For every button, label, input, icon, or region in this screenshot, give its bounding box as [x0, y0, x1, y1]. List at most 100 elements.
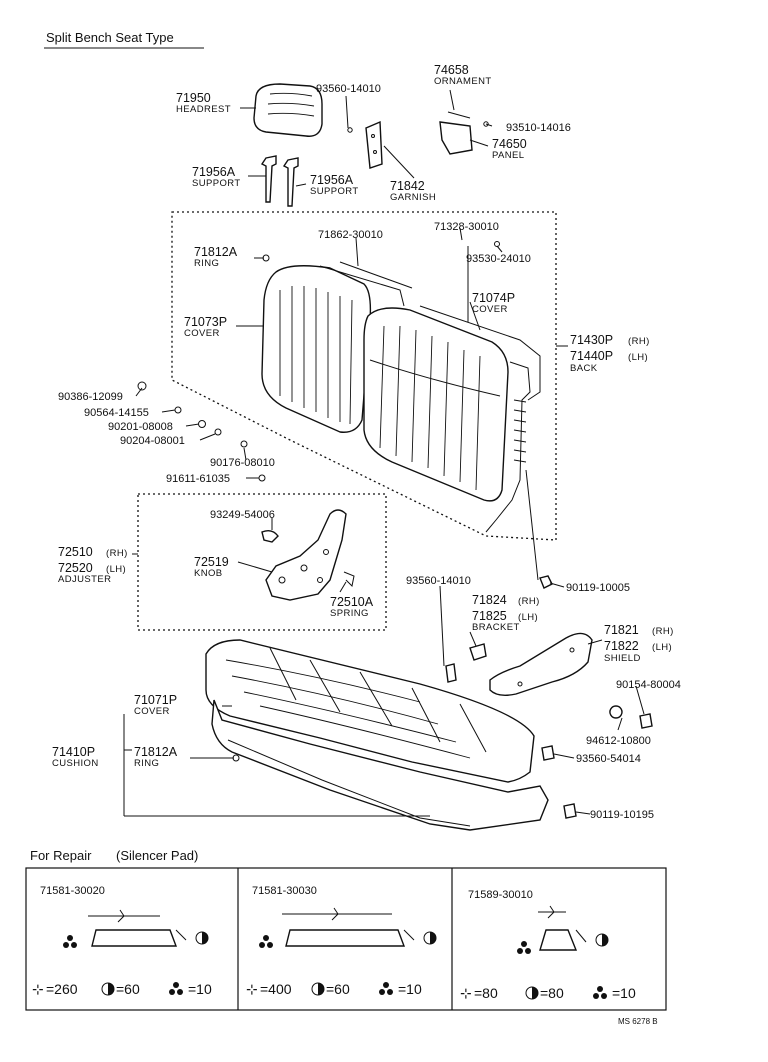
label-72520-lh: (LH)	[106, 564, 126, 575]
garnish-drawing	[365, 120, 383, 169]
label-74658: 74658	[434, 63, 469, 77]
label-71956a-2: 71956A	[310, 173, 354, 187]
label-panel: PANEL	[492, 150, 524, 161]
label-93510-14016: 93510-14016	[506, 122, 571, 134]
label-71842: 71842	[390, 179, 425, 193]
label-71956a-1: 71956A	[192, 165, 236, 179]
label-90204-08001: 90204-08001	[120, 435, 185, 447]
headrest-drawing	[253, 83, 323, 137]
label-71430p-rh: (RH)	[628, 336, 650, 347]
repair-heading: For Repair	[30, 848, 92, 863]
label-back: BACK	[570, 363, 598, 374]
label-71430p: 71430P	[570, 333, 613, 347]
label-90564-14155: 90564-14155	[84, 407, 149, 419]
pad-3-qty: =10	[612, 985, 636, 1001]
label-71824-rh: (RH)	[518, 596, 540, 607]
repair-pad-2: 71581-30030 ⊹ =400 =60 =10	[246, 885, 437, 997]
label-90119-10195: 90119-10195	[590, 809, 654, 821]
label-ring-2: RING	[134, 758, 159, 769]
label-71440p-lh: (LH)	[628, 352, 648, 363]
pad-1-part-number: 71581-30020	[40, 885, 105, 897]
label-72510a: 72510A	[330, 595, 374, 609]
label-71950: 71950	[176, 91, 211, 105]
label-72520: 72520	[58, 561, 93, 575]
pad-3-qty-legend-icon	[593, 986, 607, 999]
label-support-1: SUPPORT	[192, 178, 241, 189]
repair-pad-3: 71589-30010 ⊹ =80 =80 =10	[460, 889, 636, 1001]
label-90201-08008: 90201-08008	[108, 421, 173, 433]
pad-1-qty-legend-icon	[169, 982, 183, 995]
label-ring-1: RING	[194, 258, 219, 269]
label-shield: SHIELD	[604, 653, 641, 664]
label-90386-12099: 90386-12099	[58, 391, 123, 403]
label-90176-08010: 90176-08010	[210, 457, 275, 469]
pad-2-length-icon: ⊹	[246, 981, 258, 997]
label-ornament: ORNAMENT	[434, 76, 492, 87]
footer-code: MS 6278 B	[618, 1017, 658, 1026]
label-headrest: HEADREST	[176, 104, 231, 115]
label-74650: 74650	[492, 137, 527, 151]
label-71825-lh: (LH)	[518, 612, 538, 623]
label-93530-24010: 93530-24010	[466, 253, 531, 265]
label-71822: 71822	[604, 639, 639, 653]
ornament-panel-drawing	[347, 111, 489, 155]
pad-3-length-icon: ⊹	[460, 985, 472, 1001]
label-71821-rh: (RH)	[652, 626, 674, 637]
seat-back-drawing	[261, 261, 541, 533]
pad-2-shape	[285, 929, 406, 947]
label-71440p: 71440P	[570, 349, 613, 363]
label-91611-61035: 91611-61035	[166, 473, 230, 485]
seat-cushion-drawing	[205, 639, 549, 831]
label-knob: KNOB	[194, 568, 223, 579]
pad-2-qty: =10	[398, 981, 422, 997]
pad-2-qty-legend-icon	[379, 982, 393, 995]
pad-3-qty-icon	[517, 941, 531, 954]
label-72510-rh: (RH)	[106, 548, 128, 559]
adjuster-box	[137, 493, 387, 631]
label-71410p: 71410P	[52, 745, 95, 759]
pad-2-length: =400	[260, 981, 292, 997]
label-71862-30010: 71862-30010	[318, 229, 383, 241]
label-garnish: GARNISH	[390, 192, 436, 203]
label-93560-14010-b: 93560-14010	[406, 575, 471, 587]
label-support-2: SUPPORT	[310, 186, 359, 197]
diagram-title: Split Bench Seat Type	[46, 30, 174, 45]
label-71812a-2: 71812A	[134, 745, 178, 759]
label-93560-14010-a: 93560-14010	[316, 83, 381, 95]
label-72519: 72519	[194, 555, 229, 569]
label-93249-54006: 93249-54006	[210, 509, 275, 521]
label-94612-10800: 94612-10800	[586, 735, 651, 747]
pad-3-length: =80	[474, 985, 498, 1001]
pad-1-length-icon: ⊹	[32, 981, 44, 997]
label-71822-lh: (LH)	[652, 642, 672, 653]
label-71073p: 71073P	[184, 315, 227, 329]
pad-3-part-number: 71589-30010	[468, 889, 533, 901]
label-71328-30010: 71328-30010	[434, 221, 499, 233]
label-bracket: BRACKET	[472, 622, 520, 633]
label-71821: 71821	[604, 623, 639, 637]
label-71812a-1: 71812A	[194, 245, 238, 259]
label-90154-80004: 90154-80004	[616, 679, 681, 691]
pad-1-length: =260	[46, 981, 78, 997]
label-cushion: CUSHION	[52, 758, 99, 769]
label-90119-10005: 90119-10005	[566, 582, 630, 594]
label-71825: 71825	[472, 609, 507, 623]
label-adjuster: ADJUSTER	[58, 574, 111, 585]
label-71074p: 71074P	[472, 291, 515, 305]
pad-1-width: =60	[116, 981, 140, 997]
label-71824: 71824	[472, 593, 507, 607]
label-spring: SPRING	[330, 608, 369, 619]
pad-1-qty-icon	[63, 935, 77, 948]
repair-pad-1: 71581-30020 ⊹ =260 =60 =10	[32, 885, 212, 997]
pad-1-shape	[91, 929, 178, 947]
part-labels: 71950 HEADREST 93560-14010 74658 ORNAMEN…	[52, 63, 681, 821]
headrest-supports-drawing	[260, 155, 299, 207]
label-72510: 72510	[58, 545, 93, 559]
label-cover-71074p: COVER	[472, 304, 508, 315]
pad-1-qty: =10	[188, 981, 212, 997]
label-cover-71073p: COVER	[184, 328, 220, 339]
label-71071p: 71071P	[134, 693, 177, 707]
repair-table	[25, 867, 667, 1011]
label-cover-71071p: COVER	[134, 706, 170, 717]
